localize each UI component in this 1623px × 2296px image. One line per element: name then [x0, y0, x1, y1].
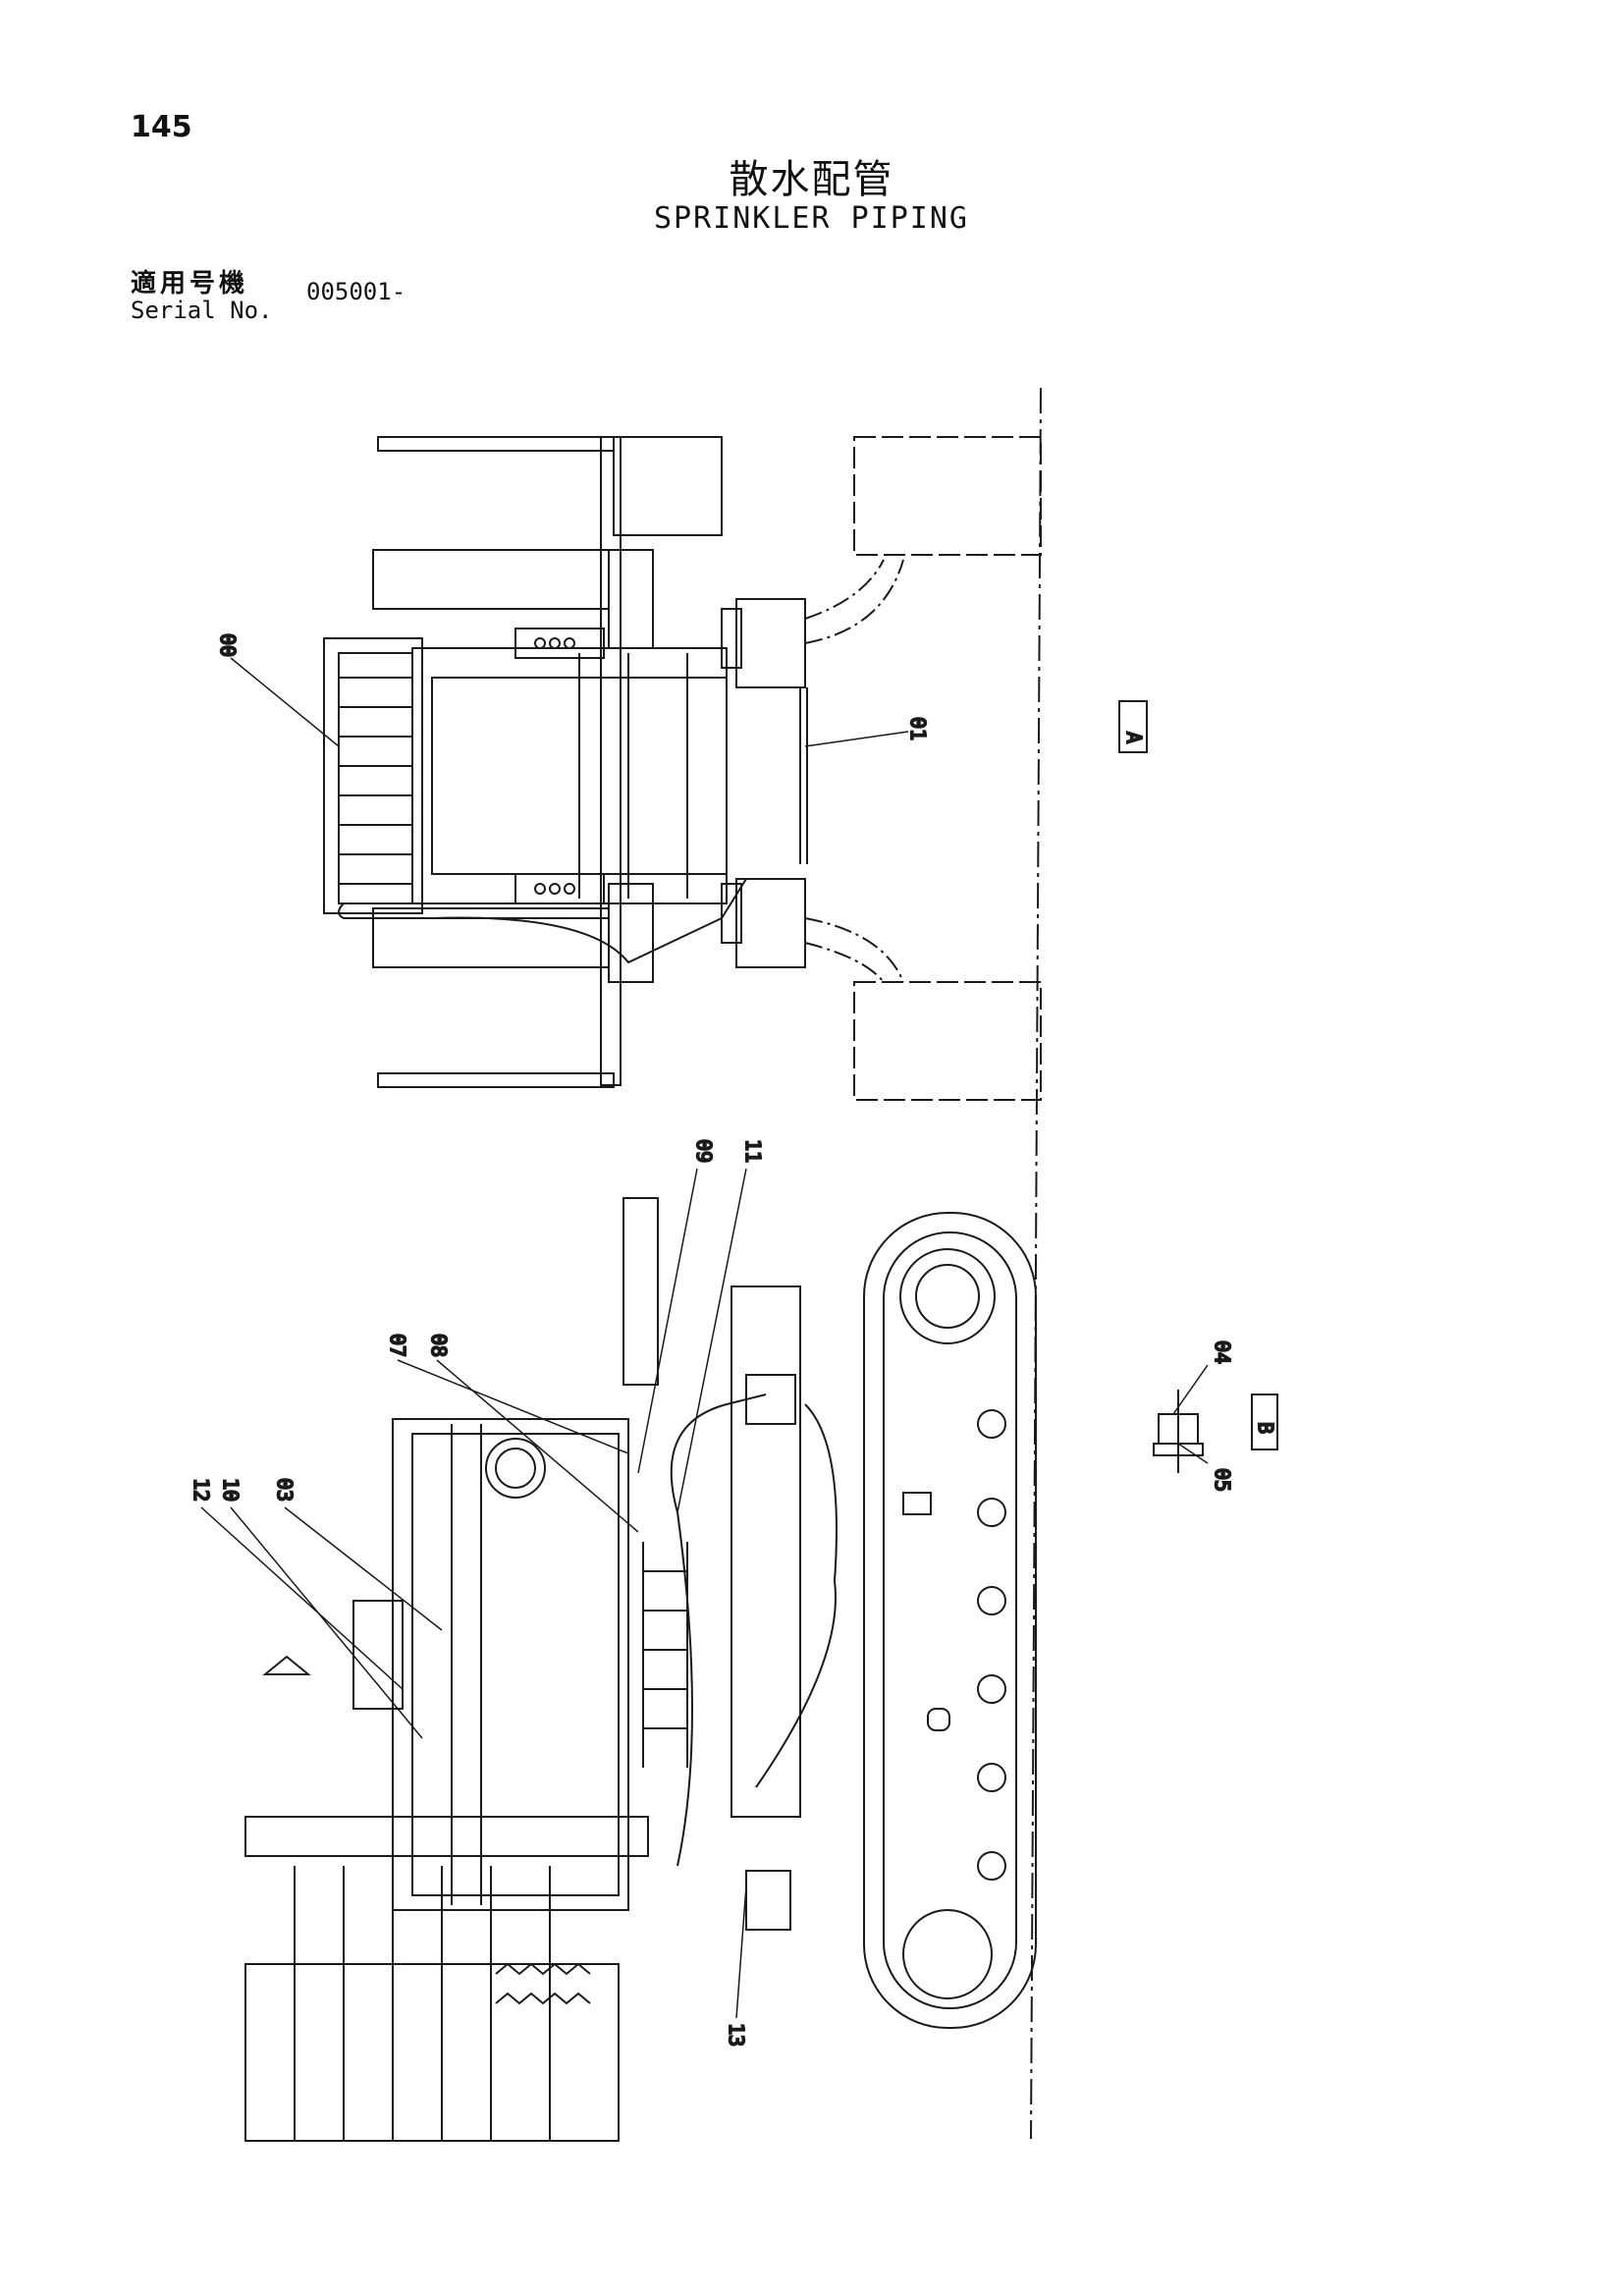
view-tag-a: A: [1122, 732, 1146, 743]
ground-line: [1030, 387, 1042, 2140]
callout-08: 08: [427, 1334, 451, 1357]
page-title-en: SPRINKLER PIPING: [654, 201, 969, 236]
callout-00: 00: [216, 633, 240, 657]
callout-12: 12: [189, 1478, 213, 1502]
view-tag-b: B: [1254, 1422, 1277, 1434]
callout-03: 03: [273, 1478, 297, 1502]
view-tag-a-box: [1118, 700, 1148, 753]
callout-11: 11: [741, 1139, 765, 1163]
callout-04: 04: [1211, 1340, 1234, 1364]
callout-01: 01: [906, 717, 930, 740]
callout-leaders: [200, 657, 1209, 2019]
callout-13: 13: [725, 2023, 748, 2047]
callout-07: 07: [386, 1334, 409, 1357]
side-view: [244, 1197, 1204, 2142]
page-title-jp: 散水配管: [729, 157, 894, 202]
serial-label-en: Serial No.: [131, 297, 273, 324]
serial-label-jp: 適用号機: [131, 269, 249, 299]
callout-09: 09: [692, 1139, 716, 1163]
page-number: 145: [131, 110, 192, 144]
view-tag-b-box: [1251, 1394, 1278, 1450]
callout-05: 05: [1211, 1468, 1234, 1492]
top-view: [323, 436, 1042, 1101]
serial-value: 005001-: [306, 278, 406, 305]
callout-10: 10: [219, 1478, 243, 1502]
